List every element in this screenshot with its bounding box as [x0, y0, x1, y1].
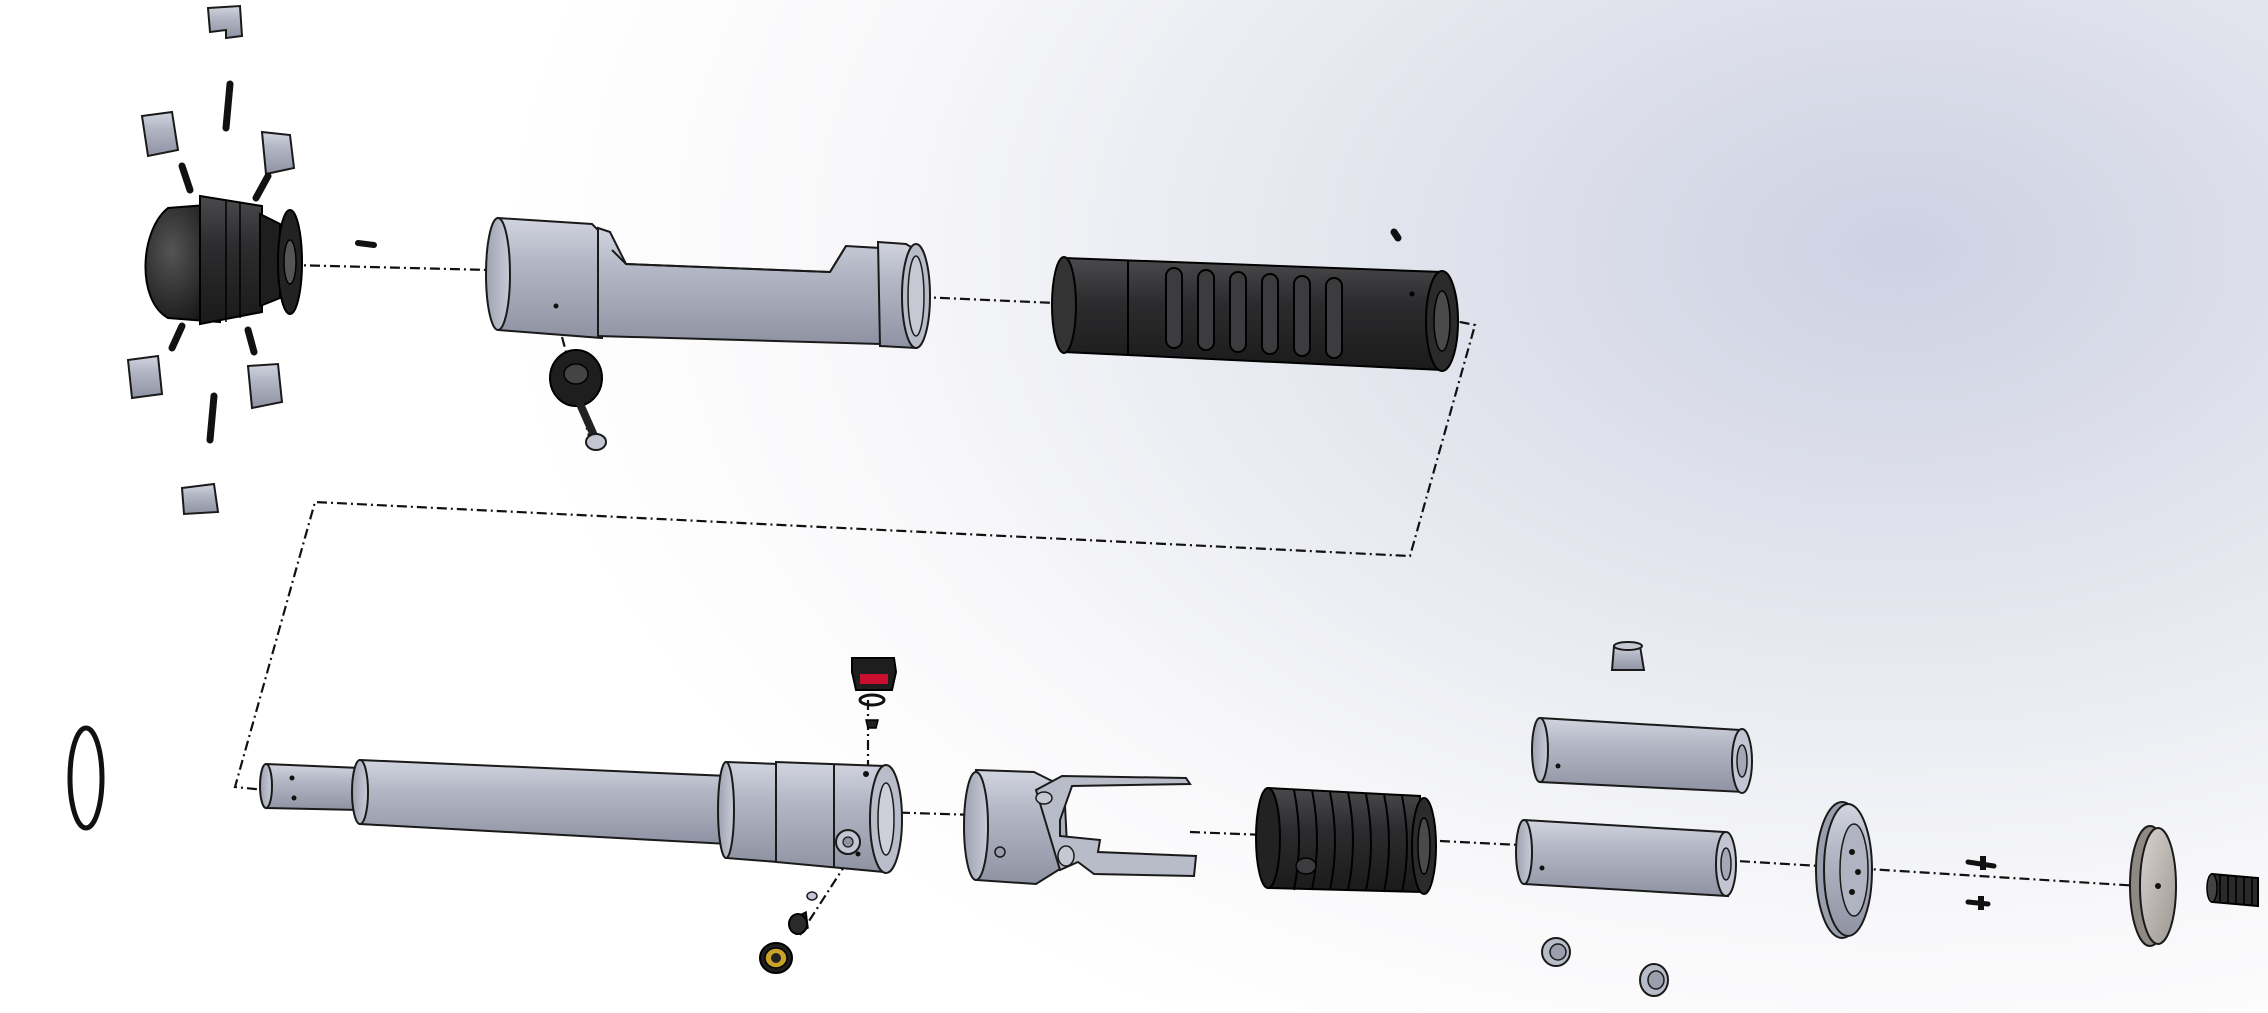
end-plate [1815, 801, 1873, 939]
threaded-pommel-stud [2206, 872, 2259, 908]
set-screw [1390, 228, 1402, 242]
grip-sleeve [1051, 256, 1459, 372]
emitter-pin [168, 80, 377, 444]
bushing [1541, 937, 1669, 997]
battery-cell [1515, 716, 1753, 898]
ribbed-grip [1255, 786, 1437, 895]
emitter-shroud [144, 194, 303, 326]
red-switch-cap [851, 657, 898, 729]
main-chassis-tube [259, 758, 903, 874]
o-ring [67, 725, 105, 831]
screw [1965, 856, 1997, 910]
washer-disc [2129, 825, 2177, 947]
battery-cap [1610, 641, 1646, 671]
activation-switch [549, 349, 607, 451]
upper-body-tube [485, 216, 931, 350]
brass-connector [759, 891, 818, 974]
chassis-bracket [963, 768, 1198, 886]
emitter-clamp-block [126, 4, 296, 516]
